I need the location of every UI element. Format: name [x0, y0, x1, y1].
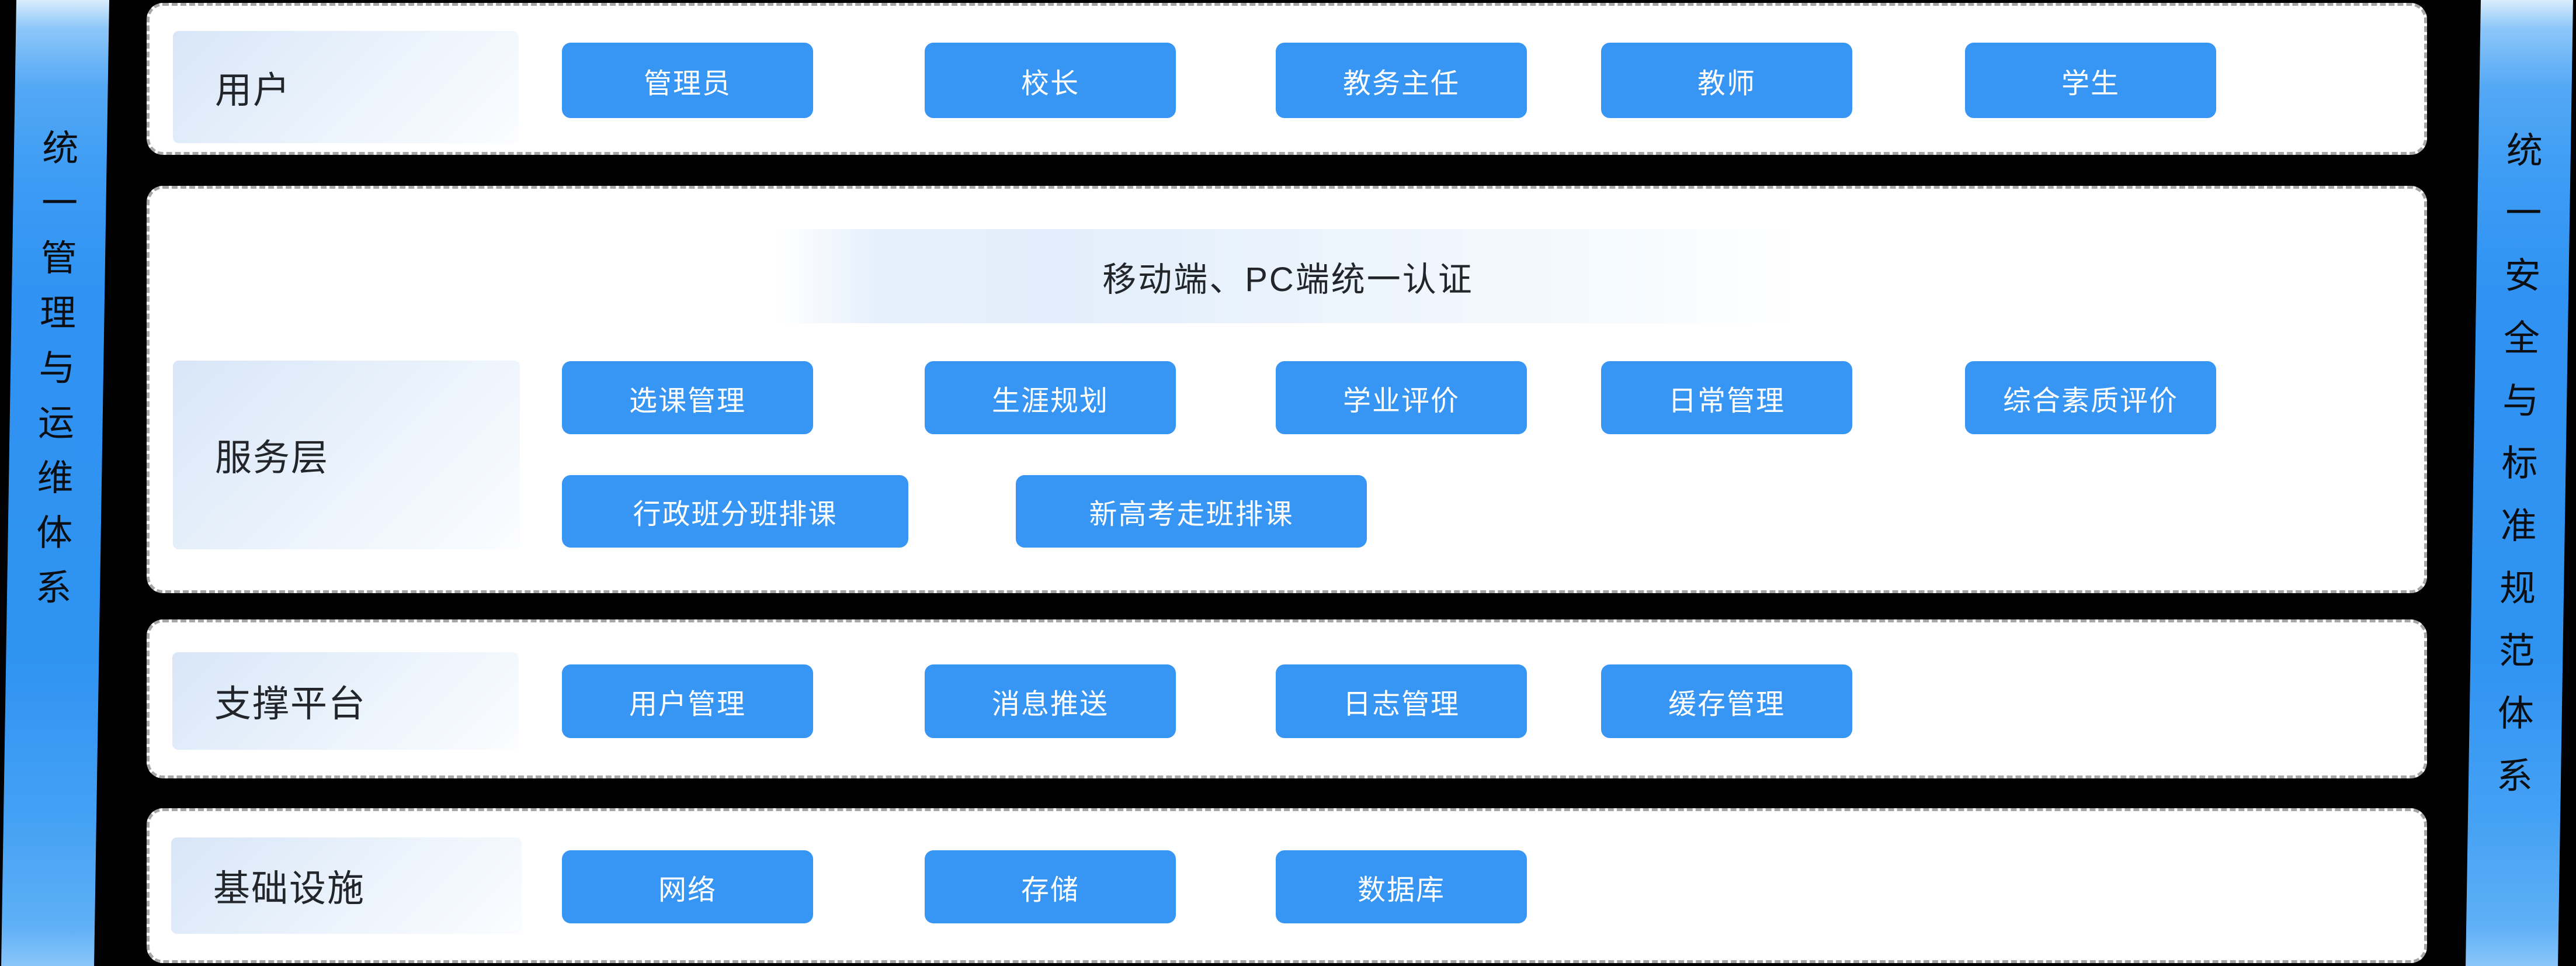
left-ribbon-unified-management: 统一管理与运维体系 — [1, 0, 109, 966]
ribbon-char: 系 — [35, 568, 72, 608]
service-box-3: 学业评价 — [1276, 361, 1527, 434]
service-box-wide-2: 新高考走班排课 — [1016, 475, 1367, 548]
service-box-1: 选课管理 — [562, 361, 813, 434]
service-box-5: 综合素质评价 — [1965, 361, 2216, 434]
users-box-4: 教师 — [1601, 43, 1852, 118]
right-ribbon-vertical-text: 统一安全与标准规范体系 — [2469, 0, 2573, 797]
ribbon-char: 维 — [37, 458, 74, 498]
ribbon-char: 系 — [2496, 756, 2533, 797]
ribbon-char: 理 — [39, 293, 77, 334]
ribbon-char: 与 — [2502, 381, 2539, 421]
ribbon-char: 体 — [2497, 694, 2535, 734]
ribbon-char: 体 — [36, 513, 73, 553]
layer-label-service: 服务层 — [173, 361, 520, 549]
users-box-1: 管理员 — [562, 43, 813, 118]
service-box-2: 生涯规划 — [925, 361, 1176, 434]
users-box-5: 学生 — [1965, 43, 2216, 118]
ribbon-char: 安 — [2504, 256, 2542, 296]
ribbon-char: 全 — [2503, 318, 2540, 359]
ribbon-char: 管 — [40, 238, 78, 279]
layer-label-users: 用户 — [173, 31, 519, 143]
service-box-4: 日常管理 — [1601, 361, 1852, 434]
left-ribbon-vertical-text: 统一管理与运维体系 — [7, 0, 109, 608]
ribbon-char: 一 — [41, 183, 78, 224]
ribbon-char: 范 — [2498, 631, 2536, 671]
ribbon-char: 一 — [2505, 193, 2542, 234]
ribbon-char: 规 — [2499, 569, 2536, 609]
ribbon-char: 与 — [39, 348, 76, 389]
layer-label-infra: 基础设施 — [171, 837, 522, 934]
infra-box-2: 存储 — [925, 850, 1176, 923]
ribbon-char: 统 — [2506, 131, 2543, 171]
infra-box-3: 数据库 — [1276, 850, 1527, 923]
support-box-1: 用户管理 — [562, 664, 813, 738]
support-box-4: 缓存管理 — [1601, 664, 1852, 738]
support-box-3: 日志管理 — [1276, 664, 1527, 738]
service-box-wide-1: 行政班分班排课 — [562, 475, 908, 548]
users-box-2: 校长 — [925, 43, 1176, 118]
infra-box-1: 网络 — [562, 850, 813, 923]
support-box-2: 消息推送 — [925, 664, 1176, 738]
layer-label-support: 支撑平台 — [172, 652, 519, 750]
unified-auth-banner: 移动端、PC端统一认证 — [777, 229, 1799, 323]
ribbon-char: 准 — [2500, 506, 2537, 546]
right-ribbon-unified-security: 统一安全与标准规范体系 — [2466, 0, 2573, 966]
ribbon-char: 标 — [2501, 444, 2539, 484]
ribbon-char: 统 — [41, 129, 79, 169]
ribbon-char: 运 — [37, 403, 75, 444]
users-box-3: 教务主任 — [1276, 43, 1527, 118]
